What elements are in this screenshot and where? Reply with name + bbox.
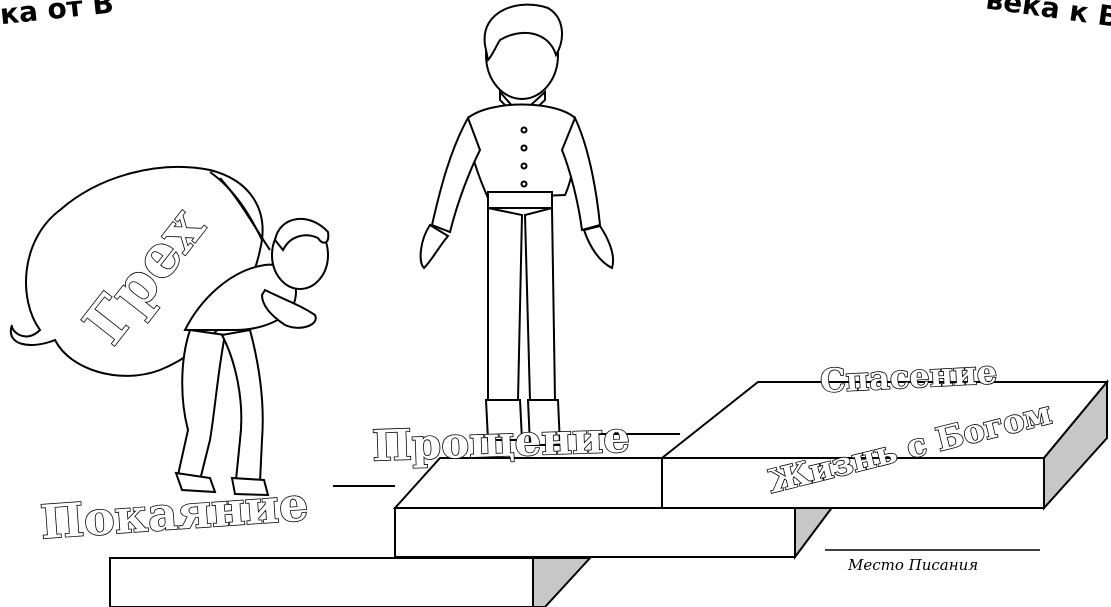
step-1-label: Покаяние: [39, 477, 310, 550]
scripture-caption: Место Писания: [847, 556, 978, 574]
header-right-fragment: века к В: [984, 0, 1111, 34]
header-left-fragment: ка от В: [0, 0, 115, 31]
scripture-reference: Место Писания: [825, 550, 1040, 574]
step-2-label: Прощение: [371, 412, 630, 470]
standing-boy: [421, 5, 613, 445]
